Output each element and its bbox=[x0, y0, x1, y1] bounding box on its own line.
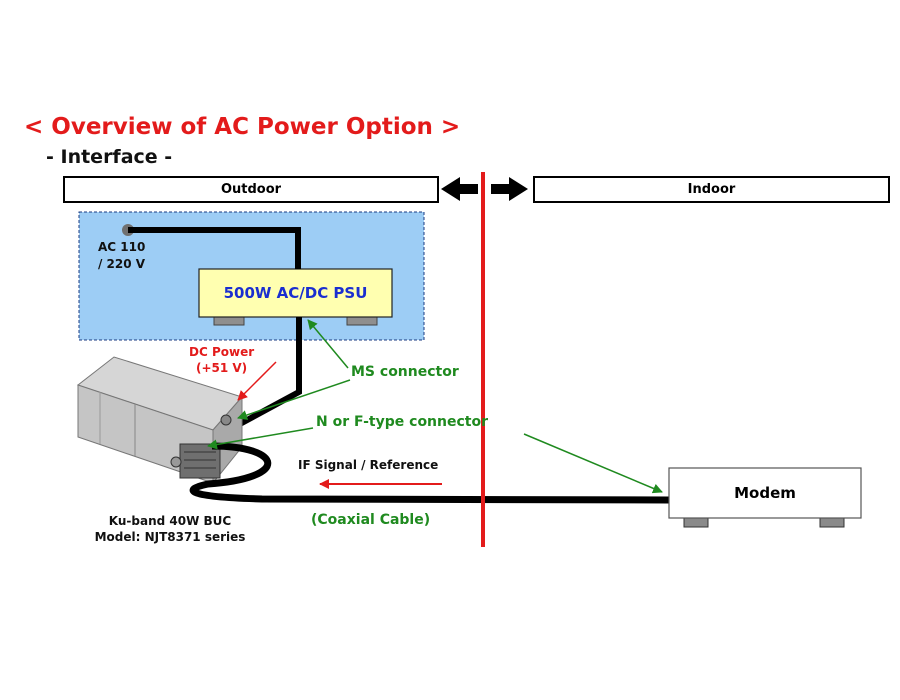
ac-input-label: AC 110 / 220 V bbox=[98, 240, 146, 271]
modem-box bbox=[668, 467, 862, 519]
ms-connector-label: MS connector bbox=[351, 364, 459, 380]
indoor-zone-bar: Indoor bbox=[533, 176, 890, 203]
psu-box bbox=[198, 268, 393, 318]
if-signal-label: IF Signal / Reference bbox=[298, 458, 439, 472]
page-subtitle: - Interface - bbox=[46, 146, 173, 168]
dc-power-arrow bbox=[237, 361, 277, 401]
dc-power-label: DC Power (+51 V) bbox=[189, 345, 255, 375]
page-title: < Overview of AC Power Option > bbox=[24, 114, 461, 140]
double-arrow-icon bbox=[441, 177, 528, 201]
n-arrow-modem bbox=[523, 433, 663, 494]
coax-cable-label: (Coaxial Cable) bbox=[311, 512, 431, 528]
dc-cable bbox=[236, 317, 302, 428]
buc-label: Ku-band 40W BUC Model: NJT8371 series bbox=[94, 514, 246, 544]
n-arrow-buc bbox=[207, 427, 314, 450]
indoor-label: Indoor bbox=[687, 182, 736, 197]
psu-label: 500W AC/DC PSU bbox=[223, 284, 368, 302]
outdoor-zone-bar: Outdoor bbox=[63, 176, 439, 203]
ms-arrow-buc bbox=[237, 379, 351, 420]
modem-label: Modem bbox=[734, 484, 796, 502]
n-connector-label: N or F-type connector bbox=[316, 414, 488, 430]
ms-arrow-psu bbox=[307, 319, 349, 369]
coax-cable bbox=[189, 442, 670, 504]
ac-cable bbox=[128, 227, 301, 269]
outdoor-label: Outdoor bbox=[220, 182, 282, 197]
buc-unit-icon bbox=[76, 356, 243, 485]
